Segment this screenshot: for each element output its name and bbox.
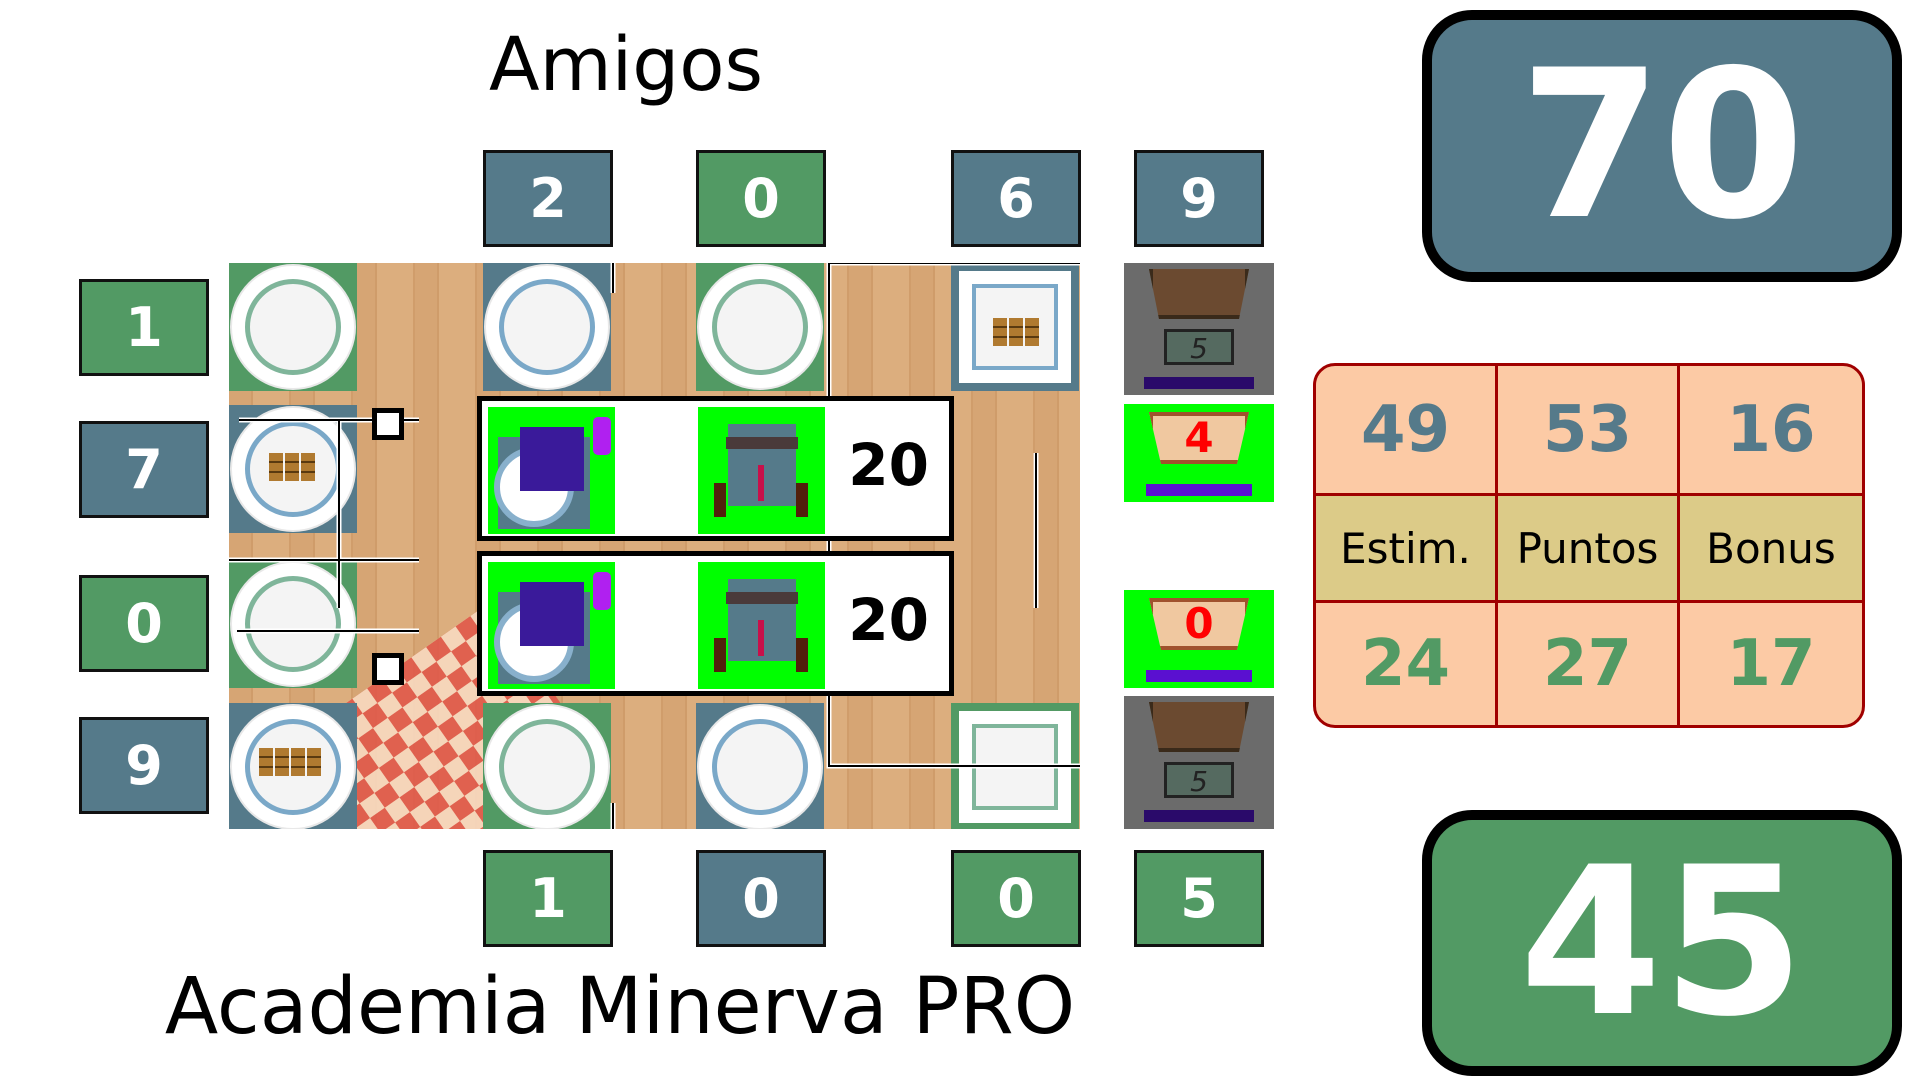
bottom-counter: 1 bbox=[483, 850, 613, 947]
weight-scale-bottom: 0 bbox=[1124, 590, 1274, 688]
move-card[interactable]: 20 bbox=[477, 551, 954, 696]
plate-robot-icon bbox=[488, 407, 615, 534]
bricks-icon bbox=[269, 453, 315, 481]
top-counter: 6 bbox=[951, 150, 1081, 247]
waiter-icon bbox=[698, 407, 825, 534]
plate-robot-icon bbox=[488, 562, 615, 689]
scale-pan: 0 bbox=[1149, 598, 1249, 650]
bricks-icon bbox=[993, 318, 1039, 346]
bottom-counter: 5 bbox=[1134, 850, 1264, 947]
stat-bottom-estim: 24 bbox=[1316, 603, 1498, 725]
scale-base bbox=[1146, 484, 1252, 496]
team-name-top: Amigos bbox=[488, 22, 764, 108]
scale-display: 5 bbox=[1164, 329, 1234, 365]
top-counter: 0 bbox=[696, 150, 826, 247]
header-bonus: Bonus bbox=[1680, 496, 1862, 603]
marker-icon bbox=[372, 653, 404, 685]
plate-cell[interactable] bbox=[229, 703, 357, 829]
scale-pan: 4 bbox=[1149, 412, 1249, 464]
scale-display: 5 bbox=[1164, 762, 1234, 798]
scale-base bbox=[1144, 810, 1254, 822]
team-name-bottom: Academia Minerva PRO bbox=[164, 962, 1076, 1052]
plate-cell[interactable] bbox=[483, 263, 611, 391]
left-counter: 1 bbox=[79, 279, 209, 376]
bottom-counter: 0 bbox=[696, 850, 826, 947]
left-counter: 0 bbox=[79, 575, 209, 672]
stats-table: 49 53 16 Estim. Puntos Bonus 24 27 17 bbox=[1313, 363, 1865, 728]
plate-cell[interactable] bbox=[696, 263, 824, 391]
bricks-icon bbox=[259, 748, 321, 776]
top-counter: 9 bbox=[1134, 150, 1264, 247]
weight-scale-top: 4 bbox=[1124, 404, 1274, 502]
plate-cell[interactable] bbox=[483, 703, 611, 829]
game-board bbox=[229, 263, 1080, 829]
plate-cell[interactable] bbox=[696, 703, 824, 829]
cup-icon bbox=[1149, 269, 1249, 319]
score-top: 70 bbox=[1422, 10, 1902, 282]
bottom-counter: 0 bbox=[951, 850, 1081, 947]
stat-bottom-puntos: 27 bbox=[1498, 603, 1680, 725]
dish-scale-bottom: 5 bbox=[1124, 696, 1274, 829]
plate-cell[interactable] bbox=[229, 560, 357, 688]
plate-cell[interactable] bbox=[229, 263, 357, 391]
stat-top-puntos: 53 bbox=[1498, 366, 1680, 496]
connection-lines bbox=[229, 263, 1080, 829]
score-bottom: 45 bbox=[1422, 810, 1902, 1076]
left-counter: 9 bbox=[79, 717, 209, 814]
header-puntos: Puntos bbox=[1498, 496, 1680, 603]
scale-base bbox=[1144, 377, 1254, 389]
dish-scale-top: 5 bbox=[1124, 263, 1274, 395]
card-value: 20 bbox=[848, 431, 929, 499]
left-counter: 7 bbox=[79, 421, 209, 518]
stat-bottom-bonus: 17 bbox=[1726, 627, 1816, 701]
card-value: 20 bbox=[848, 586, 929, 654]
cup-icon bbox=[1149, 702, 1249, 752]
stat-top-estim: 49 bbox=[1316, 366, 1498, 496]
header-estim: Estim. bbox=[1316, 496, 1498, 603]
top-counter: 2 bbox=[483, 150, 613, 247]
move-card[interactable]: 20 bbox=[477, 396, 954, 541]
scale-base bbox=[1146, 670, 1252, 682]
marker-icon bbox=[372, 408, 404, 440]
waiter-icon bbox=[698, 562, 825, 689]
stat-top-bonus: 16 bbox=[1680, 366, 1862, 496]
